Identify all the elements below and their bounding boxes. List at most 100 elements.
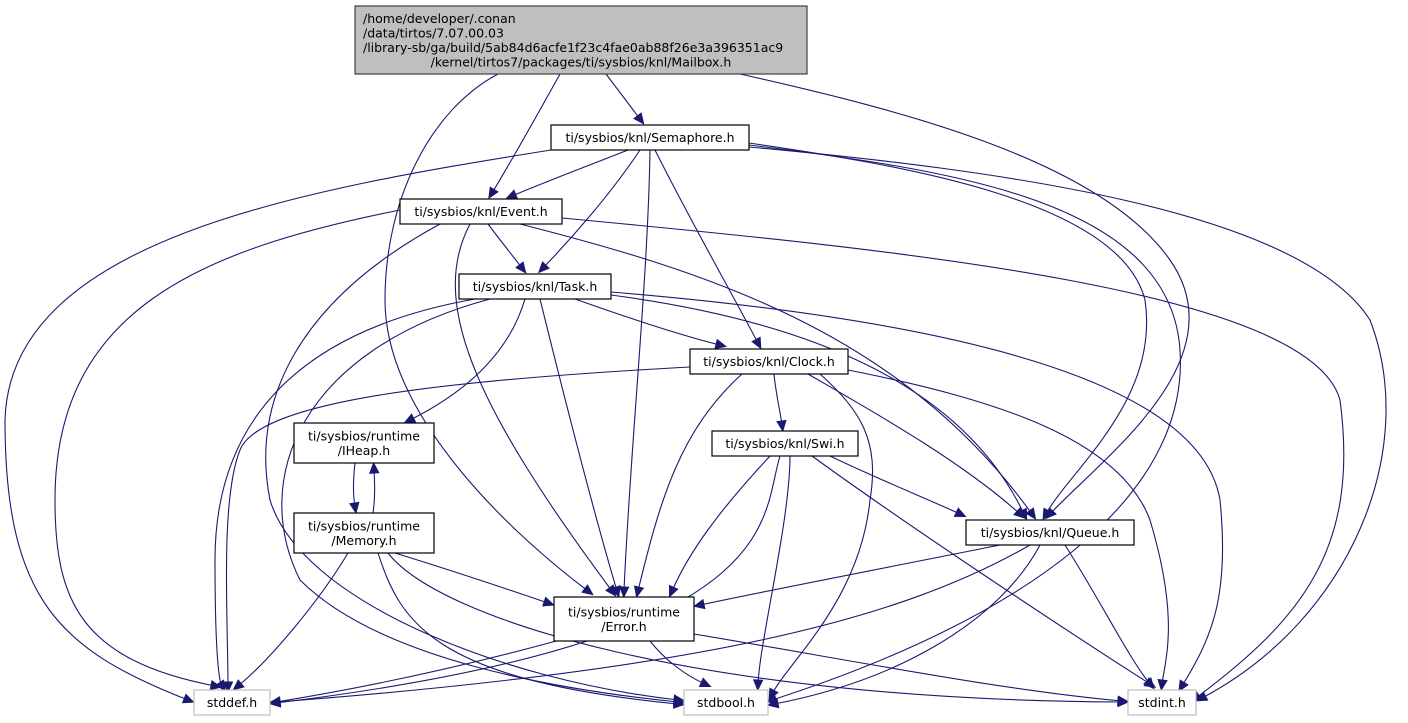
edge-semaphore-to-task [542, 149, 641, 269]
edge-memory-to-stdint [387, 552, 1123, 703]
arrowhead-clock-to-stdint [1157, 678, 1168, 692]
edge-mailbox-to-error [384, 73, 589, 592]
edge-queue-to-error [699, 544, 1001, 606]
arrowhead-error-to-stdbool [698, 677, 712, 687]
node-queue[interactable]: ti/sysbios/knl/Queue.h [965, 519, 1135, 546]
arrowhead-semaphore-to-stddef [181, 693, 195, 704]
node-mailbox-label-line: /library-sb/ga/build/5ab84d6acfe1f23c4fa… [363, 40, 783, 55]
edge-semaphore-to-stdbool [748, 144, 1181, 701]
node-stdint: stdint.h [1127, 689, 1197, 716]
node-mailbox-label-line: /data/tirtos/7.07.00.03 [363, 25, 504, 40]
edge-semaphore-to-clock [654, 149, 759, 344]
node-swi[interactable]: ti/sysbios/knl/Swi.h [711, 430, 859, 457]
edge-clock-to-stdbool [771, 373, 874, 695]
edge-error-to-stdbool [649, 640, 706, 685]
node-stdbool-label-line: stdbool.h [697, 695, 755, 710]
edge-event-to-stdint [561, 217, 1345, 699]
edge-semaphore-to-queue [748, 142, 1148, 515]
edge-event-to-error [454, 223, 613, 592]
node-task[interactable]: ti/sysbios/knl/Task.h [458, 273, 612, 300]
edge-clock-to-error [637, 373, 743, 592]
edge-error-to-stdint [693, 633, 1123, 702]
edge-mailbox-to-event [491, 73, 561, 194]
arrowhead-swi-to-error [668, 584, 679, 598]
edge-event-to-stddef [54, 209, 401, 687]
node-queue-box [965, 519, 1135, 546]
node-iheap-box [293, 422, 435, 464]
edge-memory-to-error [394, 552, 549, 604]
node-memory-label-line: ti/sysbios/runtime [308, 518, 420, 533]
node-stdint-label-line: stdint.h [1138, 695, 1186, 710]
node-clock-label-line: ti/sysbios/knl/Clock.h [703, 354, 835, 369]
arrowhead-event-to-queue [1025, 507, 1037, 520]
node-error-box [553, 596, 695, 642]
arrowhead-clock-to-queue [1013, 507, 1026, 519]
node-task-box [458, 273, 612, 300]
edge-task-to-queue [610, 294, 1025, 515]
arrowhead-error-to-stddef [268, 696, 282, 707]
node-memory[interactable]: ti/sysbios/runtime/Memory.h [293, 512, 435, 554]
node-task-label-line: ti/sysbios/knl/Task.h [473, 279, 598, 294]
edge-swi-to-stdint [811, 455, 1151, 685]
edge-mailbox-to-queue [739, 73, 1190, 515]
edge-clock-to-queue [807, 373, 1021, 515]
node-clock-box [689, 348, 849, 375]
node-semaphore[interactable]: ti/sysbios/knl/Semaphore.h [550, 124, 750, 151]
edge-memory-to-stddef [237, 552, 349, 687]
edge-task-to-stddef [214, 298, 476, 687]
edge-swi-to-stddef [275, 455, 781, 704]
edge-semaphore-to-stddef [4, 149, 552, 701]
arrowhead-task-to-clock [714, 338, 728, 350]
node-event-label-line: ti/sysbios/knl/Event.h [414, 204, 547, 219]
node-swi-box [711, 430, 859, 457]
edge-error-to-stddef [275, 639, 561, 703]
arrowhead-memory-to-error [542, 596, 555, 607]
node-mailbox[interactable]: /home/developer/.conan/data/tirtos/7.07.… [354, 5, 808, 75]
node-mailbox-label-line: /kernel/tirtos7/packages/ti/sysbios/knl/… [431, 54, 732, 69]
edge-queue-to-stdbool [773, 544, 1041, 705]
arrowhead-clock-to-stdbool [768, 687, 779, 701]
edge-semaphore-to-stdint [748, 146, 1387, 699]
arrowhead-semaphore-to-event [505, 189, 519, 200]
node-clock[interactable]: ti/sysbios/knl/Clock.h [689, 348, 849, 375]
edge-clock-to-swi [773, 373, 783, 426]
arrowhead-clock-to-swi [776, 419, 787, 433]
edge-task-to-clock [574, 298, 721, 346]
node-error-label-line: ti/sysbios/runtime [568, 604, 680, 619]
node-iheap-label-line: /IHeap.h [338, 443, 390, 458]
arrowhead-task-to-iheap [403, 413, 417, 424]
edge-memory-to-iheap [372, 468, 376, 514]
node-stdbool-box [683, 689, 769, 716]
edge-clock-to-stdint [847, 369, 1169, 685]
arrowhead-queue-to-stdbool [766, 697, 780, 709]
node-swi-label-line: ti/sysbios/knl/Swi.h [725, 436, 844, 451]
edge-semaphore-to-event [511, 149, 629, 197]
node-error[interactable]: ti/sysbios/runtime/Error.h [553, 596, 695, 642]
edge-memory-to-stdbool [377, 552, 679, 705]
arrowhead-error-to-stdint [1117, 695, 1130, 706]
edge-event-to-stdbool [265, 223, 679, 701]
arrowhead-semaphore-to-queue [1042, 507, 1053, 521]
arrowhead-iheap-to-memory [349, 501, 360, 515]
edge-queue-to-stddef [275, 544, 1031, 703]
arrowhead-swi-to-stdbool [752, 679, 764, 692]
edge-task-to-stdint [610, 291, 1224, 687]
arrowhead-task-to-error [610, 585, 621, 598]
node-event-box [399, 198, 563, 225]
arrowhead-queue-to-stdint [1143, 677, 1155, 690]
edge-task-to-stdbool [281, 298, 679, 703]
arrowhead-clock-to-stddef [222, 681, 234, 694]
arrowhead-semaphore-to-error [618, 586, 630, 599]
edges-layer [4, 73, 1387, 709]
node-iheap[interactable]: ti/sysbios/runtime/IHeap.h [293, 422, 435, 464]
arrowhead-clock-to-error [633, 585, 645, 599]
arrowhead-semaphore-to-clock [751, 336, 762, 350]
node-error-label-line: /Error.h [601, 619, 646, 634]
arrowhead-event-to-task [515, 261, 527, 274]
node-event[interactable]: ti/sysbios/knl/Event.h [399, 198, 563, 225]
edge-event-to-task [487, 223, 523, 269]
edge-event-to-queue [519, 223, 1033, 515]
node-stddef-label-line: stddef.h [207, 695, 257, 710]
arrowhead-queue-to-error [692, 598, 706, 610]
edge-mailbox-to-semaphore [605, 73, 641, 120]
